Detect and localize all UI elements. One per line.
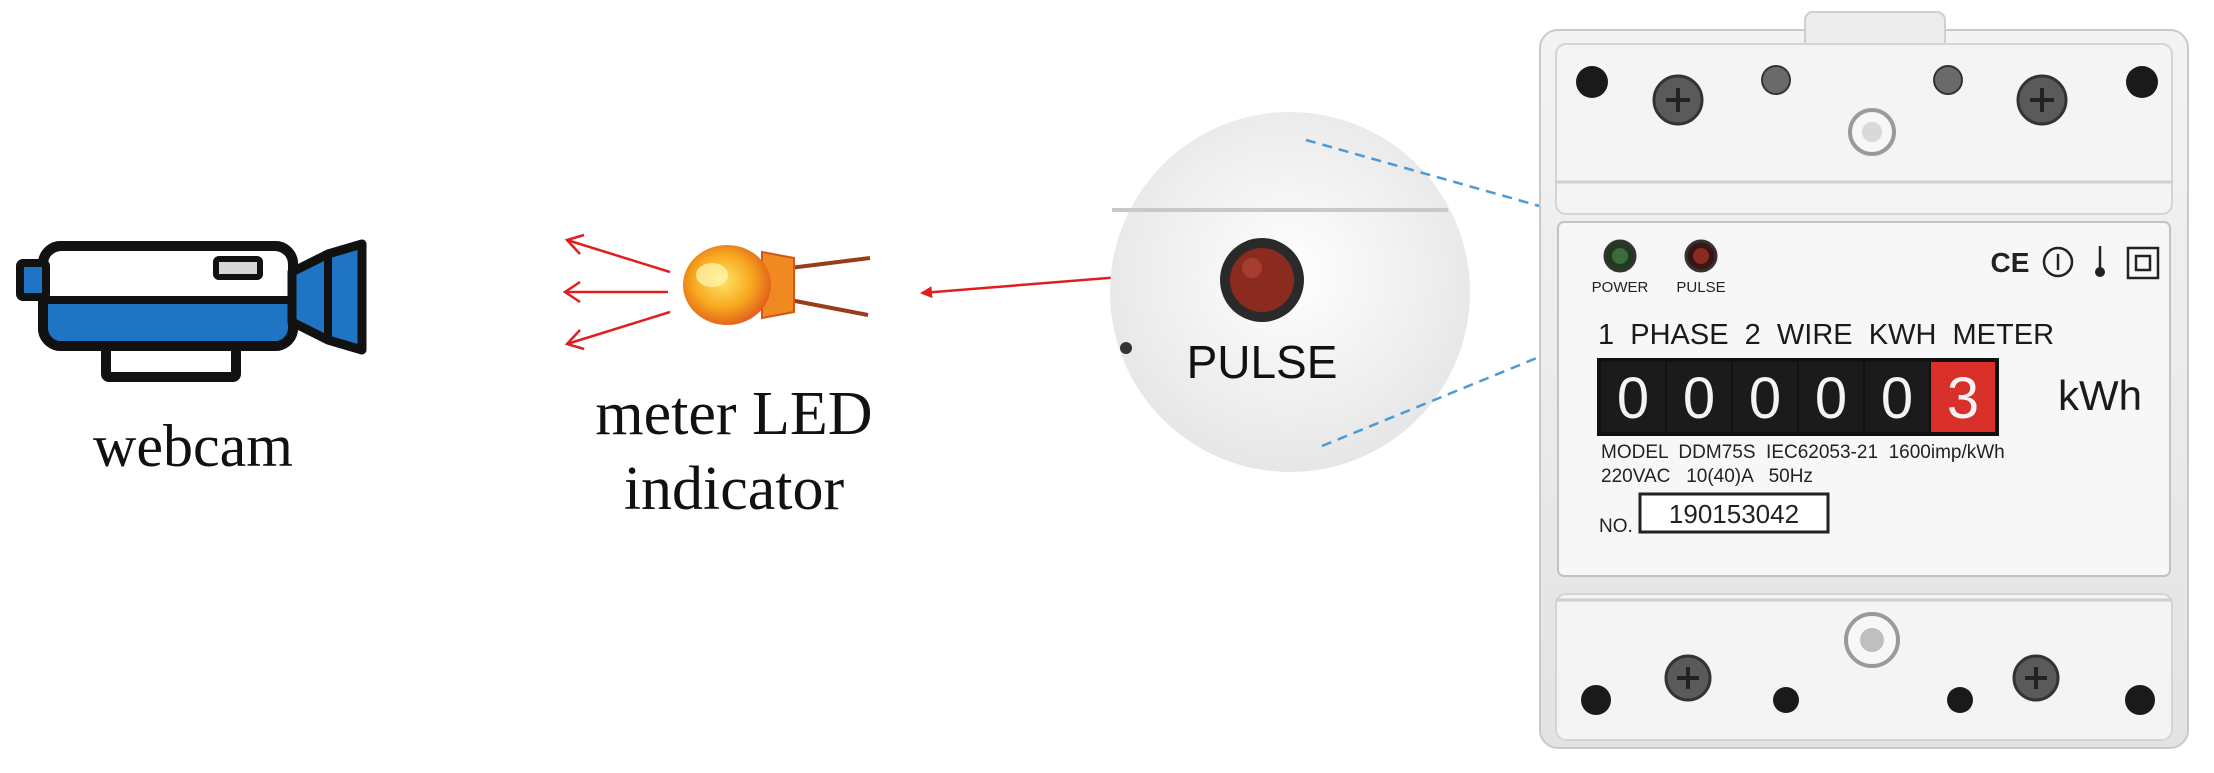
meter-power-label: POWER xyxy=(1592,279,1649,296)
meter-pulse-label: PULSE xyxy=(1676,279,1725,296)
meter-digit: 0 xyxy=(1617,366,1649,431)
meter-serial-prefix: NO. xyxy=(1599,516,1633,537)
meter-digit: 0 xyxy=(1881,366,1913,431)
meter-digit-cell xyxy=(1733,362,1797,432)
light-rays xyxy=(562,233,671,351)
meter-digit-cell xyxy=(1799,362,1863,432)
meter-digit: 0 xyxy=(1815,366,1847,431)
meter-class-icon xyxy=(2042,246,2074,278)
zoom-circle xyxy=(1110,112,1470,472)
webcam-knob xyxy=(16,259,50,301)
meter-double-insulation-icon xyxy=(2126,246,2160,280)
meter-digit-cell xyxy=(1931,362,1995,432)
meter-digit-cell xyxy=(1667,362,1731,432)
led-label-line1: meter LED xyxy=(595,380,872,448)
meter-ce-mark: CE xyxy=(1991,247,2030,278)
meter-spec-line2: 220VAC 10(40)A 50Hz xyxy=(1601,466,1813,487)
led-label-line2: indicator xyxy=(624,455,845,523)
webcam-icon xyxy=(16,239,367,382)
meter-digit-cell xyxy=(1601,362,1665,432)
led-icon xyxy=(683,245,871,325)
meter-digit: 0 xyxy=(1749,366,1781,431)
webcam-label: webcam xyxy=(93,413,293,479)
meter-title: 1 PHASE 2 WIRE KWH METER xyxy=(1598,319,2054,351)
meter-digit: 3 xyxy=(1947,366,1979,431)
meter-serial-box xyxy=(1638,492,1830,534)
zoom-pulse-label: PULSE xyxy=(1187,336,1338,388)
meter-serial-number: 190153042 xyxy=(1669,499,1799,529)
meter-unit: kWh xyxy=(2058,372,2142,419)
meter-spec-line1: MODEL DDM75S IEC62053-21 1600imp/kWh xyxy=(1601,442,2005,463)
energy-meter: POWER PULSE CE 1 PHASE 2 WIRE KWH METER … xyxy=(1539,11,2189,749)
webcam-slot xyxy=(213,256,263,280)
meter-digit: 0 xyxy=(1683,366,1715,431)
meter-digit-cell xyxy=(1865,362,1929,432)
meter-thermometer-icon xyxy=(2095,246,2105,277)
